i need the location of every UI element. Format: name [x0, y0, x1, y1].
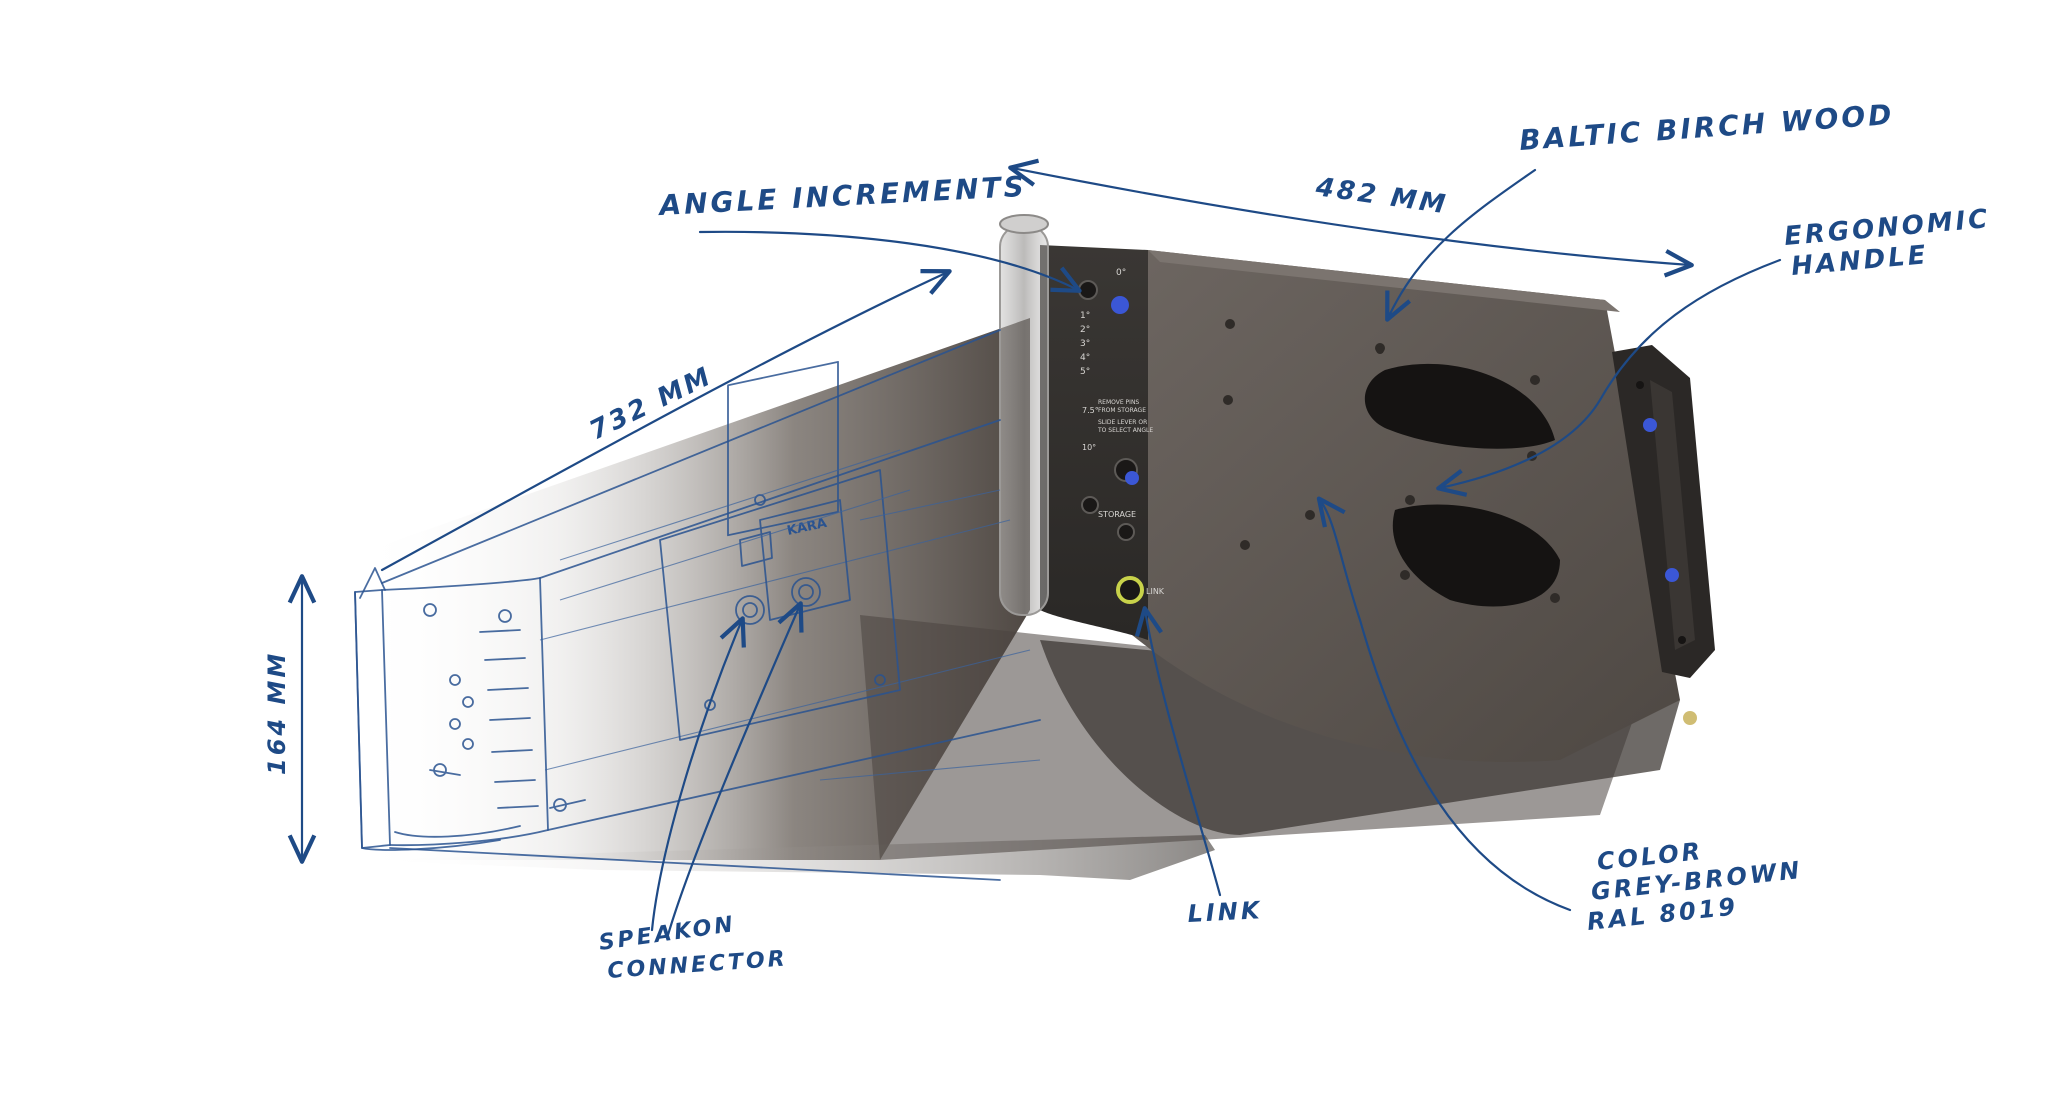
label-width-dimension: 482 MM [1313, 172, 1450, 220]
ergonomic-handle [1612, 345, 1715, 725]
label-height-dimension: 164 MM [263, 651, 291, 775]
label-depth-dimension: 732 MM [585, 361, 718, 446]
panel-instruction: SLIDE LEVER OR [1098, 419, 1147, 426]
angle-mark: 5° [1080, 367, 1090, 377]
angle-mark: 3° [1080, 339, 1090, 349]
panel-instruction: FROM STORAGE [1098, 407, 1146, 414]
label-baltic-birch-wood: BALTIC BIRCH WOOD [1518, 98, 1895, 157]
label-speakon: SPEAKON [597, 912, 737, 956]
label-angle-increments: ANGLE INCREMENTS [657, 170, 1028, 222]
annotation-lines [287, 158, 1782, 937]
panel-instruction: TO SELECT ANGLE [1097, 427, 1153, 434]
link-tag: LINK [1146, 587, 1165, 596]
angle-mark: 1° [1080, 311, 1090, 321]
label-connector: CONNECTOR [607, 946, 789, 984]
rear-sketch: KARA [354, 329, 1041, 881]
angle-mark: 2° [1080, 325, 1090, 335]
angle-mark: 4° [1080, 353, 1090, 363]
panel-printed-text: 0° 1° 2° 3° 4° 5° 7.5° 10° REMOVE PINS F… [1080, 268, 1165, 596]
angle-mark: 7.5° [1082, 406, 1099, 415]
panel-instruction: REMOVE PINS [1098, 399, 1139, 406]
label-link: LINK [1187, 896, 1263, 928]
storage-tag: STORAGE [1098, 510, 1136, 519]
handle-cutouts [1364, 363, 1560, 607]
rigging-panel [999, 214, 1148, 640]
angle-mark: 10° [1082, 443, 1096, 452]
angle-mark: 0° [1116, 268, 1126, 278]
